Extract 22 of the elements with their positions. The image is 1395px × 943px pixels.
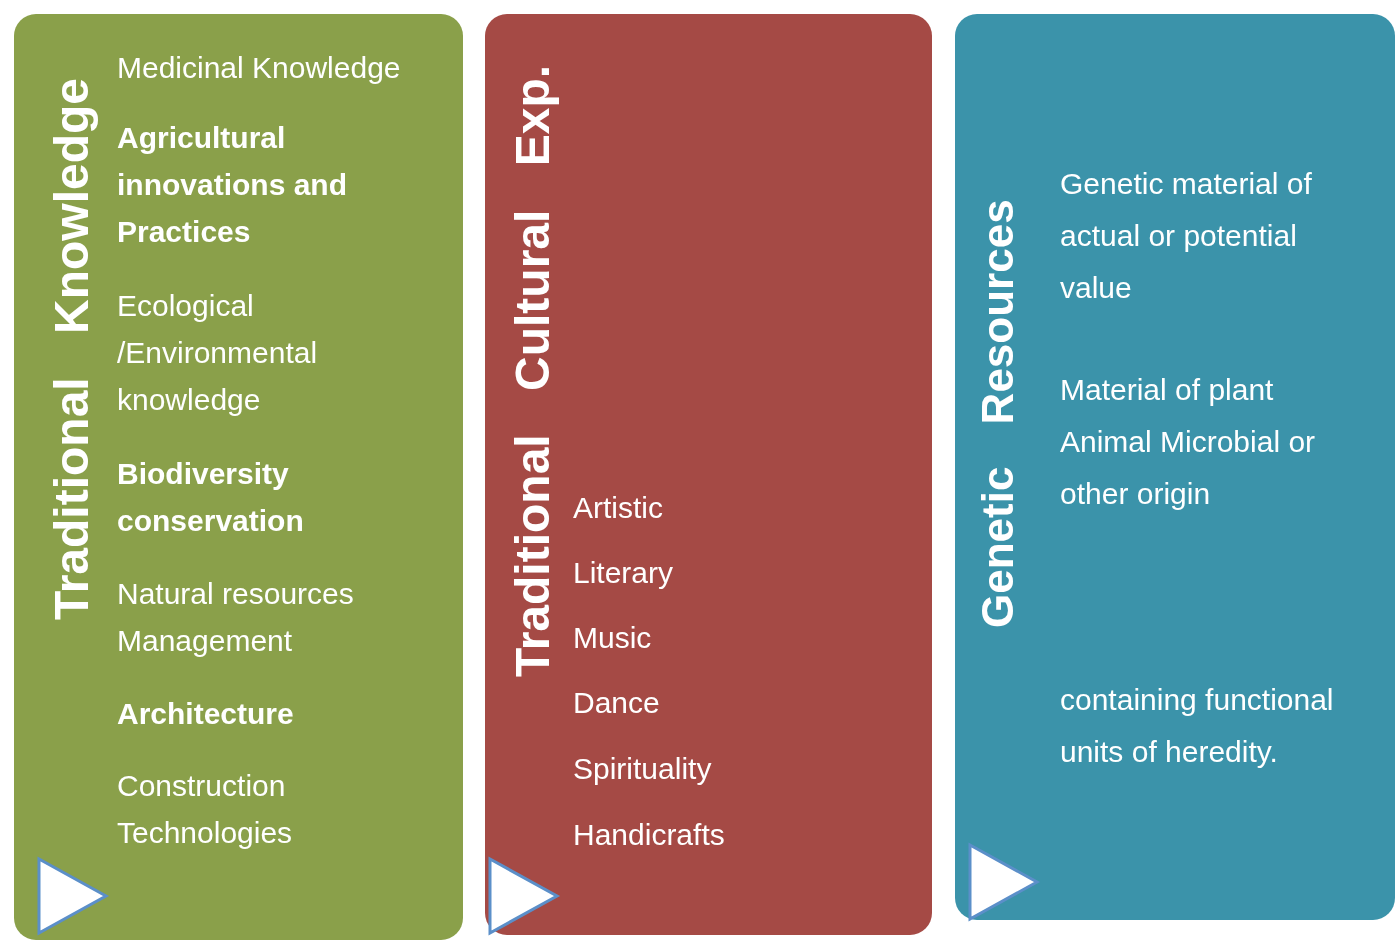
list-item: Biodiversity conservation (117, 456, 305, 539)
list-item: Agricultural innovations and Practices (117, 120, 348, 250)
vertical-title: Traditional Cultural Exp. (505, 63, 560, 680)
list-item: Natural resources Management (117, 576, 355, 659)
list-item: Music (573, 620, 653, 656)
list-item: Material of plant Animal Microbial or other origin (1060, 372, 1317, 512)
vertical-title: Genetic Resources (973, 198, 1023, 631)
category-panel (485, 14, 932, 935)
list-item: Medicinal Knowledge (117, 50, 402, 86)
list-item: Literary (573, 555, 675, 591)
list-item: Artistic (573, 490, 664, 526)
list-item: Construction Technologies (117, 768, 294, 851)
list-item: Genetic material of actual or potential value (1060, 166, 1313, 306)
list-item: Dance (573, 685, 661, 721)
list-item: Ecological /Environmental knowledge (117, 288, 319, 418)
list-item: containing functional units of heredity. (1060, 682, 1335, 770)
list-item: Handicrafts (573, 817, 726, 853)
list-item: Spirituality (573, 751, 713, 787)
list-item: Architecture (117, 696, 295, 732)
vertical-title: Traditional Knowledge (44, 77, 99, 623)
category-panel (955, 14, 1395, 920)
category-panel (14, 14, 463, 940)
